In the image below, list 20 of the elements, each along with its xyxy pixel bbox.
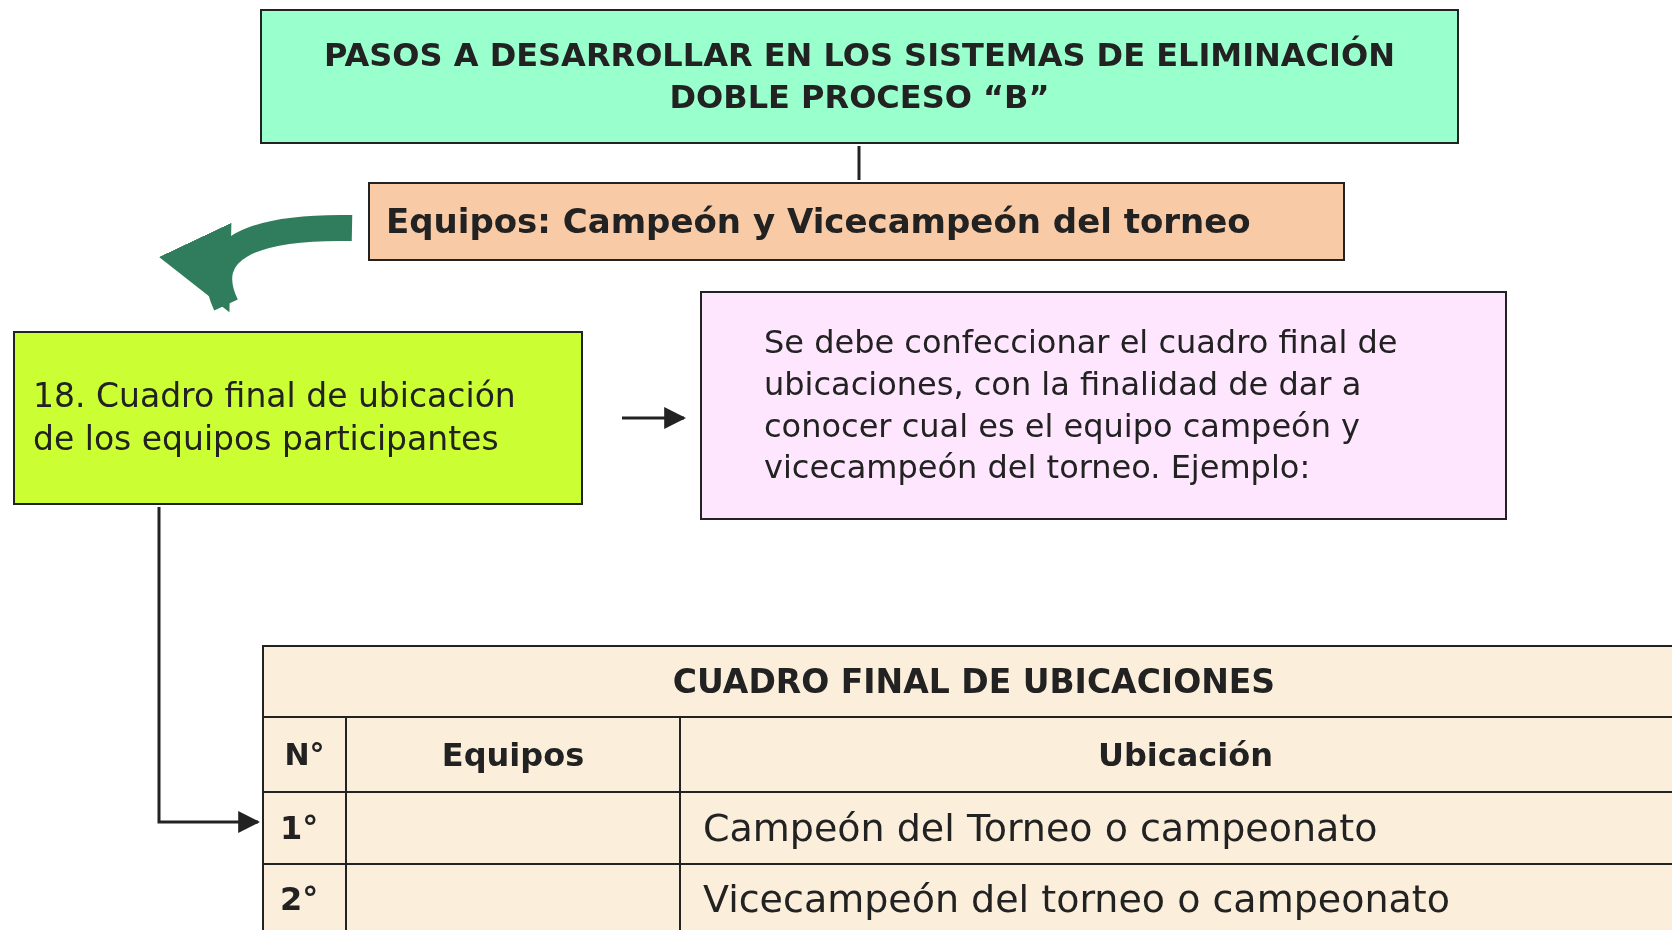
table-cell: Vicecampeón del torneo o campeonato bbox=[679, 863, 1672, 930]
arrow bbox=[157, 507, 261, 833]
table-title: CUADRO FINAL DE UBICACIONES bbox=[671, 661, 1277, 703]
table-cell: Campeón del Torneo o campeonato bbox=[679, 791, 1672, 863]
table bbox=[262, 645, 1672, 930]
node-text: PASOS A DESARROLLAR EN LOS SISTEMAS DE ELIMINACIÓN DOBLE PROCESO “B” bbox=[323, 34, 1396, 118]
table-cell: Ubicación bbox=[679, 716, 1672, 791]
note-box bbox=[700, 291, 1507, 520]
process-box bbox=[368, 182, 1345, 261]
table-cell: 2° bbox=[264, 863, 345, 930]
arrow bbox=[622, 407, 687, 429]
node-text: Equipos: Campeón y Vicecampeón del torneo bbox=[386, 200, 1251, 244]
table-cell: Equipos bbox=[345, 716, 679, 791]
table-cell: 1° bbox=[264, 791, 345, 863]
title-box bbox=[260, 9, 1459, 144]
table-cell: N° bbox=[264, 716, 345, 791]
node-text: Se debe confeccionar el cuadro final de ubicaciones, con la finalidad de dar a conocer cual es el equipo campeón y vicecampeón del torneo. Ejemplo: bbox=[764, 322, 1399, 489]
node-text: 18. Cuadro final de ubicación de los equipos participantes bbox=[33, 375, 517, 460]
connector-line bbox=[857, 146, 861, 180]
step-box bbox=[13, 331, 583, 505]
